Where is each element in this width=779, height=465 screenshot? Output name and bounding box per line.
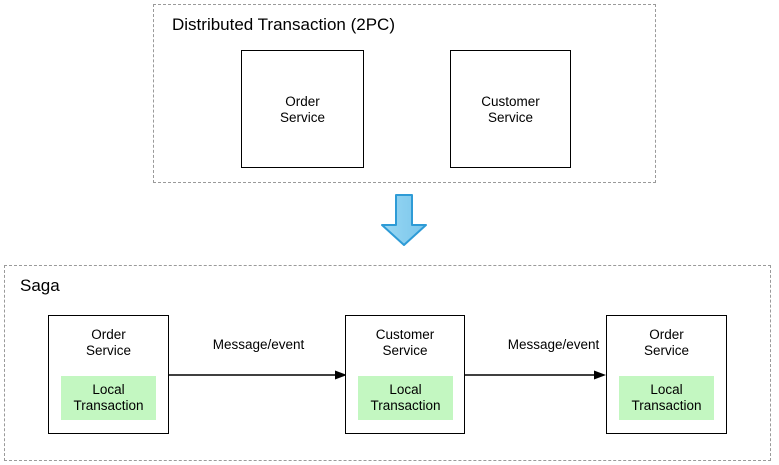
local-transaction-order-service-saga-2: Local Transaction [619,376,714,420]
group-saga [4,265,771,461]
connector-label-1: Message/event [212,337,305,352]
group-distributed-transaction-2pc [153,4,656,183]
connector-label-2: Message/event [507,337,600,352]
group-title-saga: Saga [20,276,60,295]
local-transaction-order-service-saga-1: Local Transaction [61,376,156,420]
service-label-order-service-saga-1: Order Service [85,327,131,358]
connector-arrow-2 [465,368,606,380]
local-transaction-customer-service-saga: Local Transaction [358,376,453,420]
service-box-customer-service-saga[interactable]: Customer Service Local Transaction [345,315,465,434]
down-arrow-icon [376,192,432,248]
connector-arrow-1 [169,368,347,380]
service-label-customer-service-saga: Customer Service [375,327,435,358]
service-label-customer-service-2pc: Customer Service [481,94,540,125]
service-box-order-service-2pc[interactable]: Order Service [241,50,364,168]
service-box-customer-service-2pc[interactable]: Customer Service [450,50,571,168]
service-box-order-service-saga-1[interactable]: Order Service Local Transaction [48,315,169,434]
service-label-order-service-saga-2: Order Service [643,327,689,358]
group-title-distributed-transaction-2pc: Distributed Transaction (2PC) [172,15,395,34]
service-box-order-service-saga-2[interactable]: Order Service Local Transaction [606,315,727,434]
service-label-order-service-2pc: Order Service [279,94,325,125]
